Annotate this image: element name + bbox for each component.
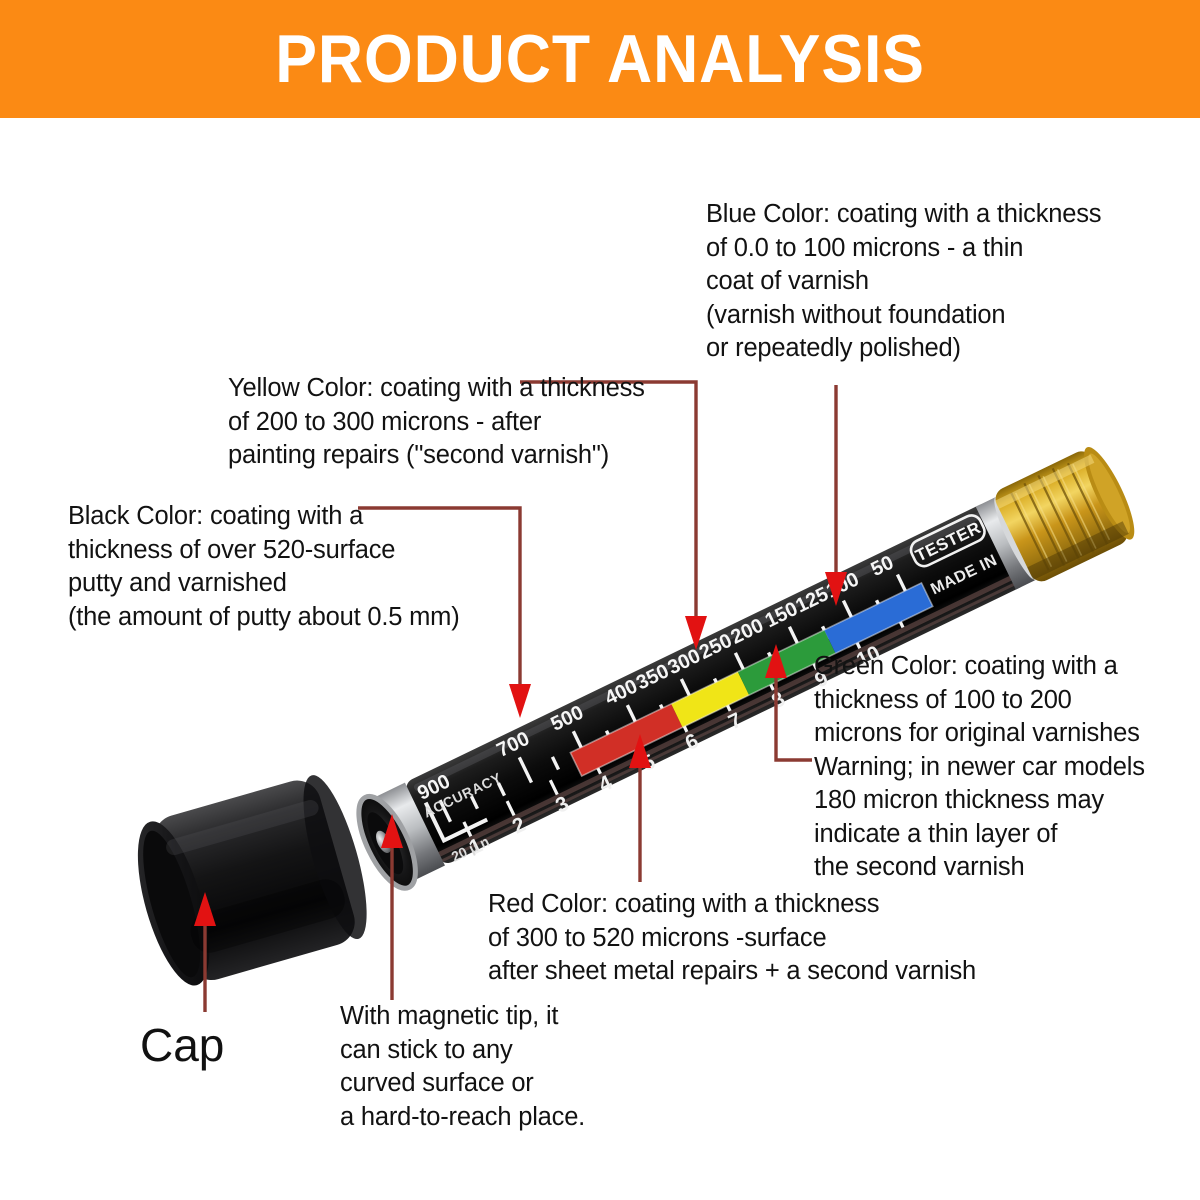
callout-cap-label: Cap [140, 1019, 225, 1071]
callout-red: Red Color: coating with a thickness of 3… [488, 890, 977, 985]
callout-blue: Blue Color: coating with a thickness of … [706, 200, 1102, 362]
band-red [570, 703, 683, 777]
callout-magnetic-tip: With magnetic tip, it can stick to any c… [340, 1002, 586, 1131]
pen-cap-illustration [137, 775, 367, 986]
callout-green: Green Color: coating with a thickness of… [814, 652, 1145, 881]
page-title: PRODUCT ANALYSIS [275, 21, 925, 97]
band-blue [824, 582, 933, 654]
band-yellow [671, 671, 750, 728]
callout-black: Black Color: coating with a thickness of… [68, 502, 460, 631]
gold-end-cap [995, 447, 1135, 582]
color-scale-bands [569, 581, 934, 778]
callout-yellow: Yellow Color: coating with a thickness o… [228, 374, 645, 469]
header-banner: PRODUCT ANALYSIS [0, 0, 1200, 118]
